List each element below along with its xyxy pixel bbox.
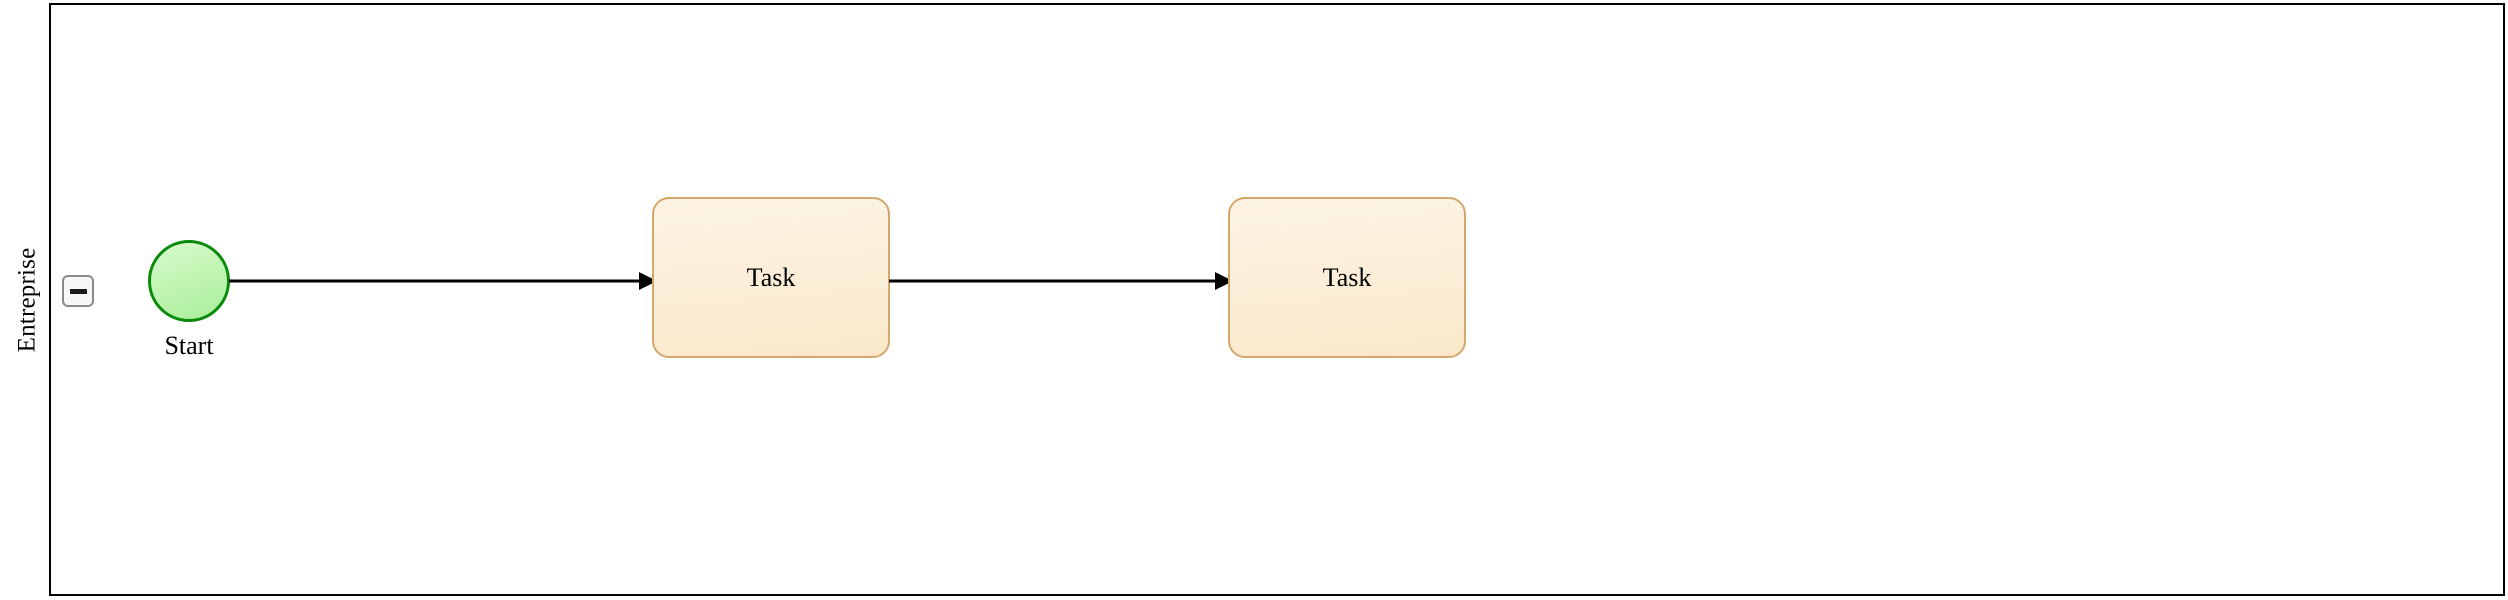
sequence-flow-arrow-icon: [229, 272, 657, 290]
sequence-flow-task-1-to-task-2[interactable]: [889, 271, 1233, 291]
task-node-1[interactable]: Task: [652, 197, 890, 358]
minus-icon: [69, 288, 87, 294]
task-node-2-label: Task: [1322, 262, 1372, 292]
task-node-1-label: Task: [746, 262, 796, 292]
lane-label-wrapper: Entreprise: [3, 3, 51, 596]
start-event-label: Start: [164, 331, 214, 360]
lane-header[interactable]: Entreprise: [3, 3, 51, 596]
collapse-pool-button[interactable]: [62, 275, 94, 307]
start-event-node[interactable]: [148, 240, 230, 322]
sequence-flow-arrow-icon: [889, 272, 1233, 290]
sequence-flow-start-to-task-1[interactable]: [229, 271, 657, 291]
lane-label-text: Entreprise: [13, 247, 41, 352]
task-node-2[interactable]: Task: [1228, 197, 1466, 358]
